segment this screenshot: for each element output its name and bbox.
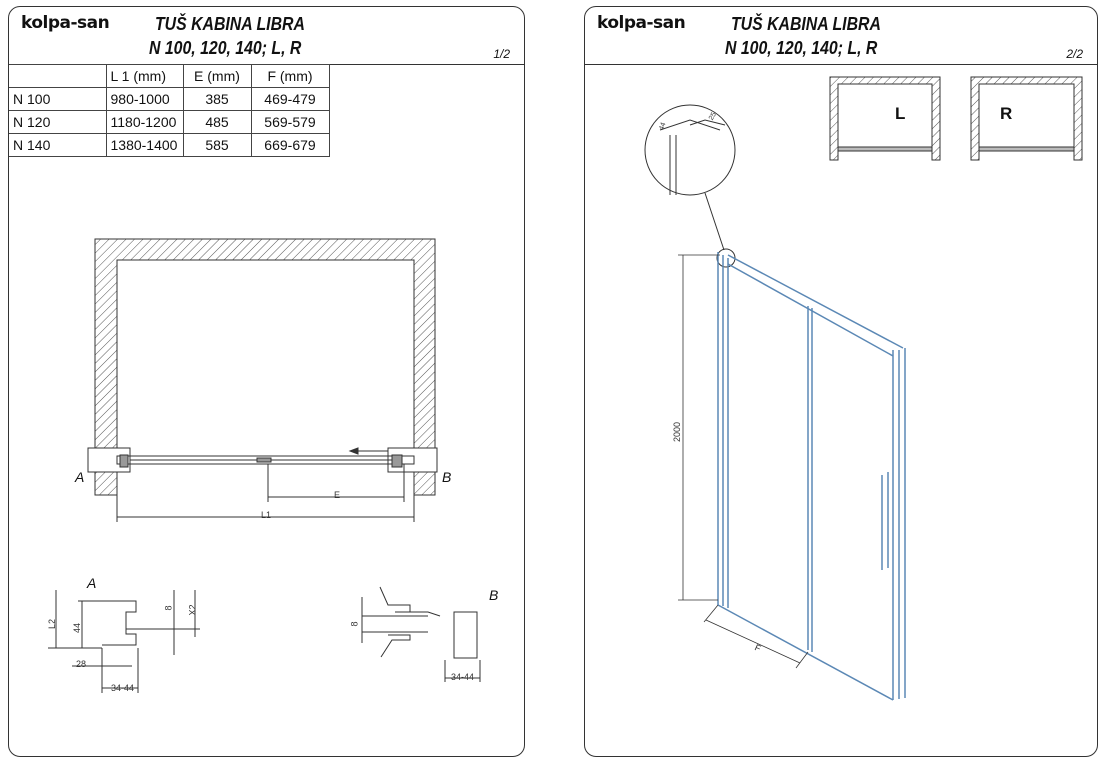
dim-8: 8 — [163, 605, 174, 611]
drawing-sheet-1: kolpa-san TUŠ KABINA LIBRA N 100, 120, 1… — [8, 6, 525, 757]
cell: N 140 — [9, 133, 107, 157]
table-row: N 120 1180-1200 485 569-579 — [9, 110, 330, 134]
cell: 385 — [182, 87, 252, 111]
variant-diagrams — [829, 76, 1083, 161]
page-number: 1/2 — [493, 47, 510, 61]
dim-34-44-b: 34-44 — [451, 672, 475, 682]
cell: 1180-1200 — [105, 110, 184, 134]
cell: 585 — [182, 133, 252, 157]
title: TUŠ KABINA LIBRA — [155, 14, 305, 34]
detail-b-drawing — [361, 586, 481, 682]
title-block: kolpa-san TUŠ KABINA LIBRA N 100, 120, 1… — [585, 7, 1097, 65]
cell: 485 — [182, 110, 252, 134]
header-cell: F (mm) — [250, 64, 330, 88]
dim-8-b: 8 — [349, 621, 360, 627]
table-header: L 1 (mm) E (mm) F (mm) — [9, 64, 330, 88]
drawing-sheet-2: kolpa-san TUŠ KABINA LIBRA N 100, 120, 1… — [584, 6, 1098, 757]
title-block: kolpa-san TUŠ KABINA LIBRA N 100, 120, 1… — [9, 7, 524, 65]
detail-b-title: B — [489, 587, 499, 603]
dim-l1: L1 — [261, 510, 272, 520]
detail-a-drawing — [48, 590, 200, 693]
dim-28: 28 — [76, 659, 87, 669]
variant-right-label: R — [1000, 104, 1013, 123]
dim-34-44: 34-44 — [111, 683, 135, 693]
variant-left-label: L — [895, 104, 906, 123]
header-cell: L 1 (mm) — [105, 64, 184, 88]
dim-l2: L2 — [47, 618, 58, 630]
dim-f: F — [753, 642, 763, 654]
cell: 980-1000 — [105, 87, 184, 111]
cell: N 120 — [9, 110, 107, 134]
dim-25-detail: 25 — [707, 111, 718, 122]
brand-logo: kolpa-san — [597, 13, 686, 33]
isometric-enclosure — [644, 104, 906, 701]
dim-2000: 2000 — [672, 421, 683, 443]
page-number: 2/2 — [1066, 47, 1083, 61]
cell: N 100 — [9, 87, 107, 111]
plan-view — [87, 238, 438, 522]
dim-44-detail: 44 — [658, 121, 668, 132]
title: TUŠ KABINA LIBRA — [731, 14, 881, 34]
dim-e: E — [334, 490, 341, 500]
header-cell — [9, 64, 107, 88]
cell: 1380-1400 — [105, 133, 184, 157]
header-cell: E (mm) — [182, 64, 252, 88]
dimensions-table: L 1 (mm) E (mm) F (mm) N 100 980-1000 38… — [9, 64, 330, 157]
dim-44: 44 — [72, 622, 83, 634]
brand-logo: kolpa-san — [21, 13, 110, 33]
subtitle: N 100, 120, 140; L, R — [725, 38, 878, 58]
label-b: B — [442, 469, 452, 485]
cell: 669-679 — [250, 133, 330, 157]
label-a: A — [75, 469, 85, 485]
table-row: N 100 980-1000 385 469-479 — [9, 87, 330, 111]
dim-x2: X2 — [187, 604, 198, 616]
detail-a-title: A — [87, 575, 97, 591]
table-row: N 140 1380-1400 585 669-679 — [9, 133, 330, 157]
cell: 469-479 — [250, 87, 330, 111]
subtitle: N 100, 120, 140; L, R — [149, 38, 302, 58]
cell: 569-579 — [250, 110, 330, 134]
